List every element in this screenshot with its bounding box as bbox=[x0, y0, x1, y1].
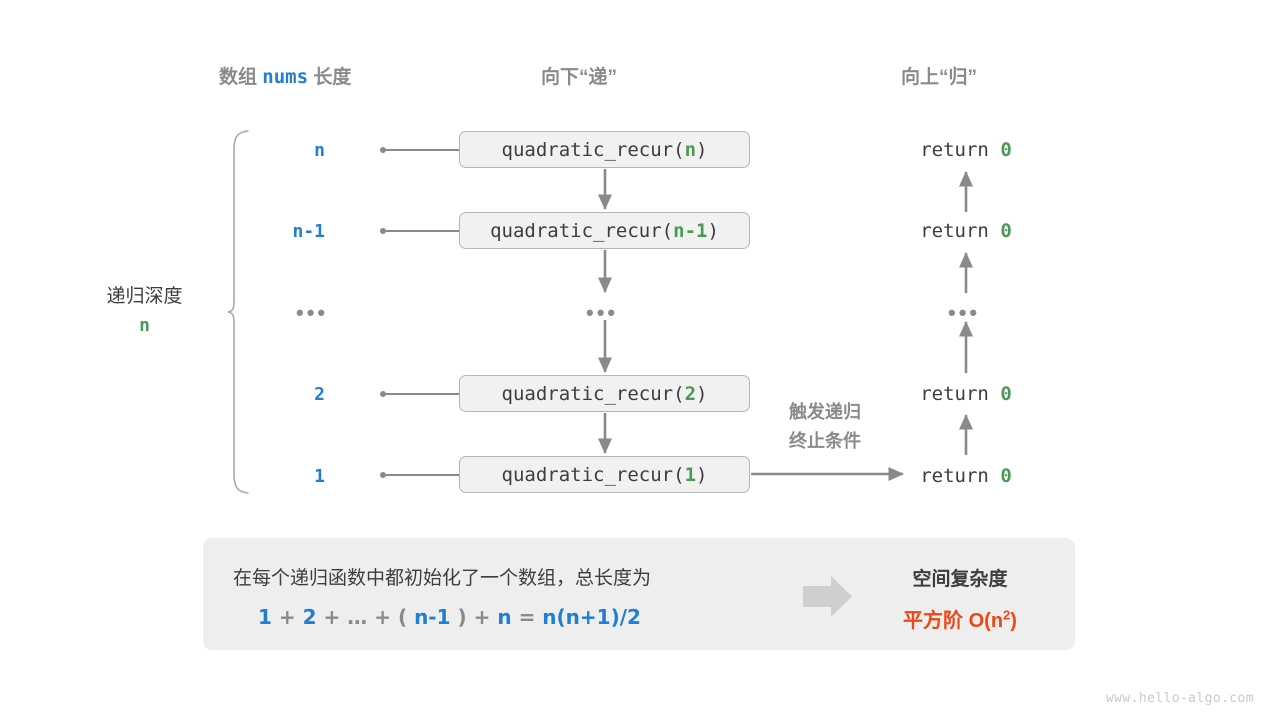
connector-dot-row-3 bbox=[380, 391, 386, 397]
function-close-row-4: ) bbox=[696, 463, 708, 486]
connector-line-row-0 bbox=[386, 149, 460, 152]
return-value-row-1: 0 bbox=[1000, 220, 1012, 242]
return-value-row-0: 0 bbox=[1000, 139, 1012, 161]
function-arg-row-0: n bbox=[684, 138, 697, 161]
function-close-row-1: ) bbox=[707, 219, 719, 242]
depth-value-row-0: n bbox=[314, 140, 325, 161]
recursion-depth-label: 递归深度 n bbox=[92, 282, 197, 341]
header-array-prefix: 数组 bbox=[219, 67, 258, 88]
formula-space-10 bbox=[512, 605, 519, 629]
function-box-row-3[interactable]: quadratic_recur(2) bbox=[459, 375, 750, 412]
function-box-row-4[interactable]: quadratic_recur(1) bbox=[459, 456, 750, 493]
recursion-depth-text: 递归深度 bbox=[106, 286, 183, 307]
return-row-3: return 0 bbox=[866, 383, 1066, 405]
return-row-1: return 0 bbox=[866, 220, 1066, 242]
function-name-row-3: quadratic_recur( bbox=[501, 382, 685, 405]
formula-token-4: … bbox=[347, 605, 368, 629]
function-arg-row-3: 2 bbox=[684, 382, 697, 405]
formula-space-5 bbox=[391, 605, 398, 629]
formula-space-0 bbox=[272, 605, 279, 629]
formula-space-12 bbox=[641, 605, 648, 629]
connector-line-row-4 bbox=[386, 474, 460, 477]
function-box-row-1[interactable]: quadratic_recur(n-1) bbox=[459, 212, 750, 249]
formula-token-6: ( bbox=[397, 605, 408, 629]
formula-token-0: 1 bbox=[258, 605, 272, 629]
termination-annotation-line1: 触发递归 bbox=[789, 402, 861, 422]
return-row-0: return 0 bbox=[866, 139, 1066, 161]
formula-token-9: + bbox=[473, 605, 491, 629]
function-arg-row-1: n-1 bbox=[673, 219, 708, 242]
header-ascend: 向上“归” bbox=[901, 67, 978, 88]
depth-value-row-4: 1 bbox=[314, 466, 325, 487]
function-name-row-1: quadratic_recur( bbox=[490, 219, 674, 242]
formula-token-10: n bbox=[497, 605, 512, 629]
formula-token-7: n-1 bbox=[414, 605, 451, 629]
formula-space-8 bbox=[467, 605, 474, 629]
connector-dot-row-1 bbox=[380, 228, 386, 234]
formula-token-2: 2 bbox=[302, 605, 317, 629]
header-descend: 向下“递” bbox=[541, 67, 618, 88]
formula-token-11: = bbox=[518, 605, 536, 629]
header-array-length: 数组 nums 长度 bbox=[219, 62, 351, 89]
formula-token-3: + bbox=[323, 605, 341, 629]
return-keyword-row-3: return bbox=[920, 383, 989, 405]
formula-token-8: ) bbox=[457, 605, 467, 629]
summary-result-complexity: 平方阶 O(n2) bbox=[855, 604, 1065, 633]
depth-value-row-3: 2 bbox=[314, 384, 325, 405]
return-value-row-3: 0 bbox=[1000, 383, 1012, 405]
summary-result-prefix: 平方阶 bbox=[903, 610, 964, 632]
return-value-row-4: 0 bbox=[1000, 465, 1012, 487]
curly-brace-icon bbox=[227, 130, 249, 494]
summary-result-title: 空间复杂度 bbox=[912, 569, 1008, 590]
connector-dot-row-0 bbox=[380, 147, 386, 153]
return-keyword-row-0: return bbox=[920, 139, 989, 161]
summary-panel bbox=[203, 538, 1075, 650]
connector-dot-row-4 bbox=[380, 472, 386, 478]
formula-token-1: + bbox=[278, 605, 296, 629]
return-row-4: return 0 bbox=[866, 465, 1066, 487]
termination-annotation: 触发递归 终止条件 bbox=[760, 398, 890, 456]
formula-space-1 bbox=[296, 605, 303, 629]
header-array-code: nums bbox=[262, 66, 309, 88]
function-arg-row-4: 1 bbox=[684, 463, 697, 486]
summary-result-suffix: ) bbox=[1010, 610, 1017, 632]
summary-formula: 1 + 2 + … + ( n-1 ) + n = n(n+1)/2 bbox=[258, 605, 648, 629]
function-box-row-0[interactable]: quadratic_recur(n) bbox=[459, 131, 750, 168]
termination-annotation-line2: 终止条件 bbox=[789, 430, 861, 451]
watermark: www.hello-algo.com bbox=[1105, 691, 1254, 706]
summary-result-exponent: 2 bbox=[1003, 607, 1011, 623]
summary-description: 在每个递归函数中都初始化了一个数组，总长度为 bbox=[233, 568, 652, 589]
function-close-row-0: ) bbox=[696, 138, 708, 161]
function-name-row-4: quadratic_recur( bbox=[501, 463, 685, 486]
formula-token-5: + bbox=[374, 605, 391, 629]
formula-space-7 bbox=[451, 605, 458, 629]
connector-line-row-3 bbox=[386, 393, 460, 396]
function-name-row-0: quadratic_recur( bbox=[501, 138, 685, 161]
function-close-row-3: ) bbox=[696, 382, 708, 405]
formula-token-12: n(n+1)/2 bbox=[542, 605, 641, 629]
formula-space-2 bbox=[317, 605, 324, 629]
recursion-depth-value: n bbox=[139, 315, 150, 337]
return-keyword-row-1: return bbox=[920, 220, 989, 242]
return-keyword-row-4: return bbox=[920, 465, 989, 487]
connector-line-row-1 bbox=[386, 230, 460, 233]
depth-value-row-2-ellipsis: ••• bbox=[296, 300, 329, 325]
header-array-suffix: 长度 bbox=[313, 67, 352, 88]
function-box-row-2-ellipsis: ••• bbox=[586, 300, 619, 325]
summary-result-notation: O(n bbox=[968, 610, 1004, 632]
return-row-2-ellipsis: ••• bbox=[948, 300, 981, 325]
depth-value-row-1: n-1 bbox=[292, 221, 325, 242]
